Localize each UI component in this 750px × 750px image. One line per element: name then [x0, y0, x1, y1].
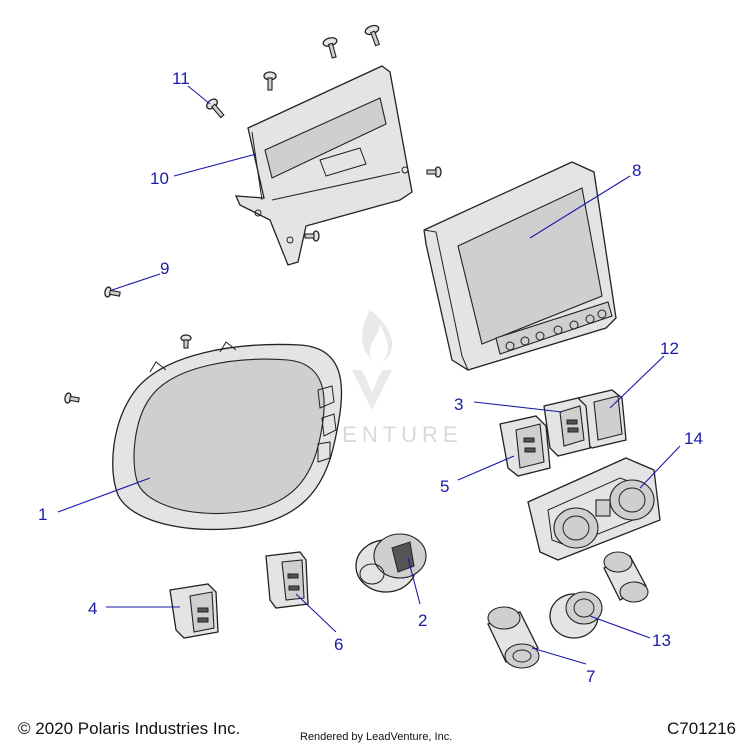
- callout-5: 5: [440, 477, 449, 496]
- leader-7: [531, 647, 587, 665]
- callout-3: 3: [454, 395, 463, 414]
- callout-10: 10: [150, 169, 169, 188]
- mounting-bracket: [234, 65, 413, 266]
- power-outlet-7: [487, 606, 540, 669]
- watermark-logo: [352, 310, 393, 410]
- copyright-text: © 2020 Polaris Industries Inc.: [18, 719, 241, 738]
- screw-cluster-left: [64, 334, 192, 404]
- ignition-switch: [355, 533, 427, 593]
- callout-7: 7: [586, 667, 595, 686]
- rocker-switch-3: [543, 397, 591, 457]
- leader-11: [187, 85, 211, 105]
- diagram-code: C701216: [666, 719, 736, 738]
- instrument-cluster: [112, 341, 343, 531]
- power-outlet-right: [603, 551, 649, 603]
- leader-14: [639, 445, 681, 489]
- callout-11: 11: [172, 69, 190, 88]
- leader-6: [295, 593, 337, 633]
- leader-13: [589, 615, 651, 639]
- rocker-switch-6: [265, 551, 309, 609]
- callout-numbers: 1 2 3 4 5 6 7 8 9 10 11 12 13 14: [38, 69, 703, 686]
- callout-4: 4: [88, 599, 97, 618]
- callout-2: 2: [418, 611, 427, 630]
- leader-12: [609, 355, 665, 409]
- leader-3: [473, 401, 563, 413]
- hvac-control-panel: [527, 457, 661, 561]
- callout-13: 13: [652, 631, 671, 650]
- leader-9: [111, 273, 161, 291]
- rocker-switch-5: [499, 415, 551, 477]
- leader-10: [173, 153, 257, 177]
- screw-9: [104, 286, 121, 298]
- leader-1: [57, 477, 151, 513]
- callout-12: 12: [660, 339, 679, 358]
- leader-2: [407, 557, 421, 605]
- callout-8: 8: [632, 161, 641, 180]
- callout-6: 6: [334, 635, 343, 654]
- callout-14: 14: [684, 429, 703, 448]
- rocker-switch-4: [169, 583, 219, 639]
- rendered-by-text: Rendered by LeadVenture, Inc.: [300, 731, 453, 743]
- display-screen: [423, 161, 617, 371]
- leader-5: [457, 455, 515, 481]
- leader-lines: [57, 85, 681, 665]
- callout-1: 1: [38, 505, 47, 524]
- callout-9: 9: [160, 259, 169, 278]
- leader-8: [529, 175, 631, 239]
- usb-outlet-13: [549, 591, 603, 639]
